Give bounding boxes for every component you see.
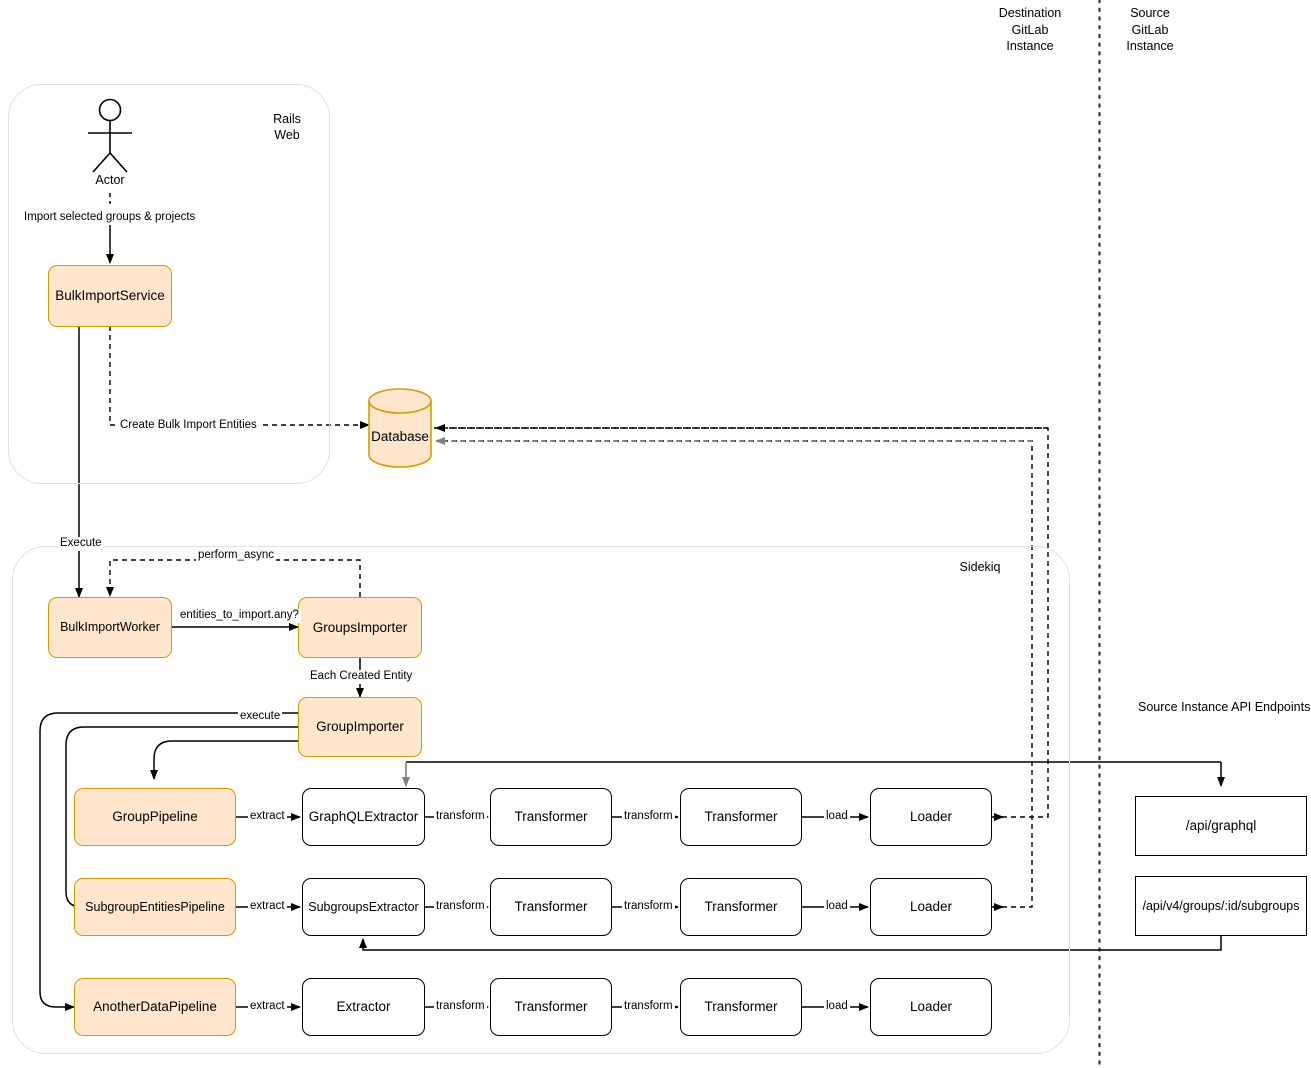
node-group-importer[interactable]: GroupImporter	[298, 697, 422, 757]
node-loader-1[interactable]: Loader	[870, 788, 992, 846]
edge-label-transform-1a: transform	[434, 810, 487, 824]
source-api-endpoints-label: Source Instance API Endpoints	[1138, 700, 1311, 714]
node-bulk-import-service[interactable]: BulkImportService	[48, 265, 172, 327]
edge-label-import-selected: Import selected groups & projects	[22, 211, 198, 225]
node-transformer-1b[interactable]: Transformer	[680, 788, 802, 846]
sidekiq-container	[12, 546, 1070, 1054]
node-api-graphql[interactable]: /api/graphql	[1135, 796, 1307, 856]
rails-web-container	[8, 84, 330, 484]
node-loader-2[interactable]: Loader	[870, 878, 992, 936]
edge-label-each-created-entity: Each Created Entity	[308, 670, 415, 684]
node-loader-3[interactable]: Loader	[870, 978, 992, 1036]
edge-label-execute-pipelines: execute	[238, 710, 283, 724]
node-bulk-import-worker[interactable]: BulkImportWorker	[48, 597, 172, 658]
node-api-subgroups[interactable]: /api/v4/groups/:id/subgroups	[1135, 876, 1307, 936]
edge-label-extract-2: extract	[248, 900, 287, 914]
edge-label-transform-3a: transform	[434, 1000, 487, 1014]
source-instance-header: Source GitLab Instance	[1126, 6, 1174, 53]
node-extractor-3[interactable]: Extractor	[302, 978, 425, 1036]
rails-web-label: Rails Web	[273, 112, 301, 142]
edge-label-transform-2a: transform	[434, 900, 487, 914]
database-label: Database	[371, 429, 429, 445]
database-cylinder-icon	[368, 388, 432, 468]
edge-label-transform-3b: transform	[622, 1000, 675, 1014]
node-transformer-3a[interactable]: Transformer	[490, 978, 612, 1036]
edge-label-transform-2b: transform	[622, 900, 675, 914]
edge-label-perform-async: perform_async	[196, 549, 277, 563]
edge-label-extract-1: extract	[248, 810, 287, 824]
edge-label-extract-3: extract	[248, 1000, 287, 1014]
node-subgroup-entities-pipeline[interactable]: SubgroupEntitiesPipeline	[74, 878, 236, 936]
node-graphql-extractor[interactable]: GraphQLExtractor	[302, 788, 425, 846]
node-another-data-pipeline[interactable]: AnotherDataPipeline	[74, 978, 236, 1036]
edge-label-load-3: load	[824, 1000, 850, 1014]
node-group-pipeline[interactable]: GroupPipeline	[74, 788, 236, 846]
destination-instance-header: Destination GitLab Instance	[998, 6, 1062, 53]
edge-label-load-2: load	[824, 900, 850, 914]
edge-label-entities-to-import: entities_to_import.any?	[178, 609, 301, 623]
node-transformer-3b[interactable]: Transformer	[680, 978, 802, 1036]
edge-label-create-bulk-import-entities: Create Bulk Import Entities	[118, 419, 259, 433]
node-transformer-2b[interactable]: Transformer	[680, 878, 802, 936]
node-transformer-2a[interactable]: Transformer	[490, 878, 612, 936]
node-groups-importer[interactable]: GroupsImporter	[298, 597, 422, 658]
node-database[interactable]: Database	[368, 388, 432, 468]
actor-label: Actor	[95, 173, 125, 187]
sidekiq-label: Sidekiq	[959, 560, 1001, 574]
edge-label-load-1: load	[824, 810, 850, 824]
node-subgroups-extractor[interactable]: SubgroupsExtractor	[302, 878, 425, 936]
node-transformer-1a[interactable]: Transformer	[490, 788, 612, 846]
edge-label-transform-1b: transform	[622, 810, 675, 824]
edge-label-execute-main: Execute	[58, 537, 104, 551]
